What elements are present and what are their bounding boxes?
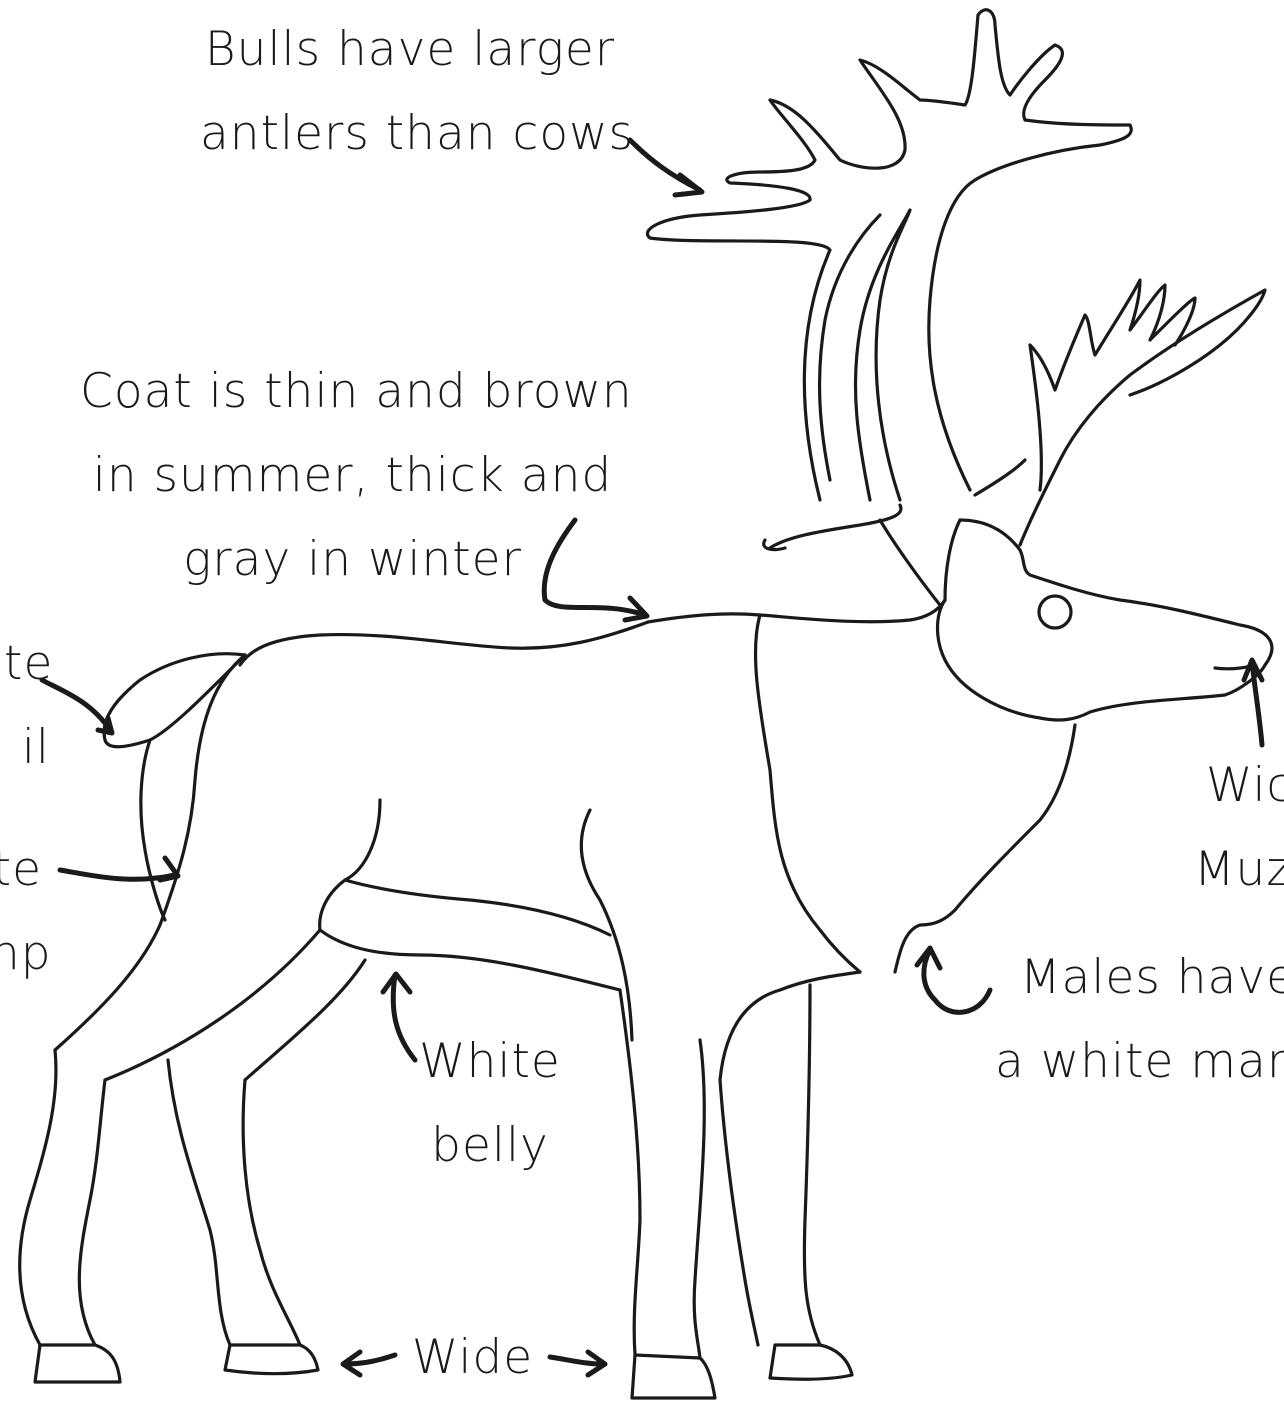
rump-label: te np [0, 828, 42, 996]
muzzle-label: Wic Muz [1200, 744, 1284, 912]
antlers [647, 10, 1265, 550]
mane-label-line-2: a white mane [995, 1020, 1284, 1104]
belly-label-line-2: belly [410, 1104, 570, 1188]
muzzle-label-line-2: Muz [1200, 828, 1284, 912]
belly-label: White belly [410, 1020, 570, 1188]
hooves-label: Wide [405, 1316, 540, 1400]
antlers-label-line-2: antlers than cows [200, 92, 620, 176]
coat-label: Coat is thin and brown in summer, thick … [80, 350, 625, 602]
antlers-label: Bulls have larger antlers than cows [200, 8, 620, 176]
coat-label-line-3: gray in winter [80, 518, 625, 602]
mane-label-line-1: Males have [995, 936, 1284, 1020]
rump-label-line-2: np [0, 912, 42, 996]
muzzle-label-line-1: Wic [1200, 744, 1284, 828]
head [938, 520, 1272, 720]
body [55, 614, 860, 1080]
tail-label: ite il [0, 622, 50, 790]
tail-label-line-1: ite [0, 622, 50, 706]
mane-label: Males have a white mane [995, 936, 1284, 1104]
hooves-label-text: Wide [405, 1316, 540, 1400]
coat-label-line-2: in summer, thick and [80, 434, 625, 518]
neck-and-mane [755, 520, 1075, 972]
rump-label-line-1: te [0, 828, 42, 912]
rump-arrow [60, 870, 175, 879]
coat-label-line-1: Coat is thin and brown [80, 350, 625, 434]
tail-label-line-2: il [0, 706, 50, 790]
belly-label-line-1: White [410, 1020, 570, 1104]
antlers-label-line-1: Bulls have larger [200, 8, 620, 92]
